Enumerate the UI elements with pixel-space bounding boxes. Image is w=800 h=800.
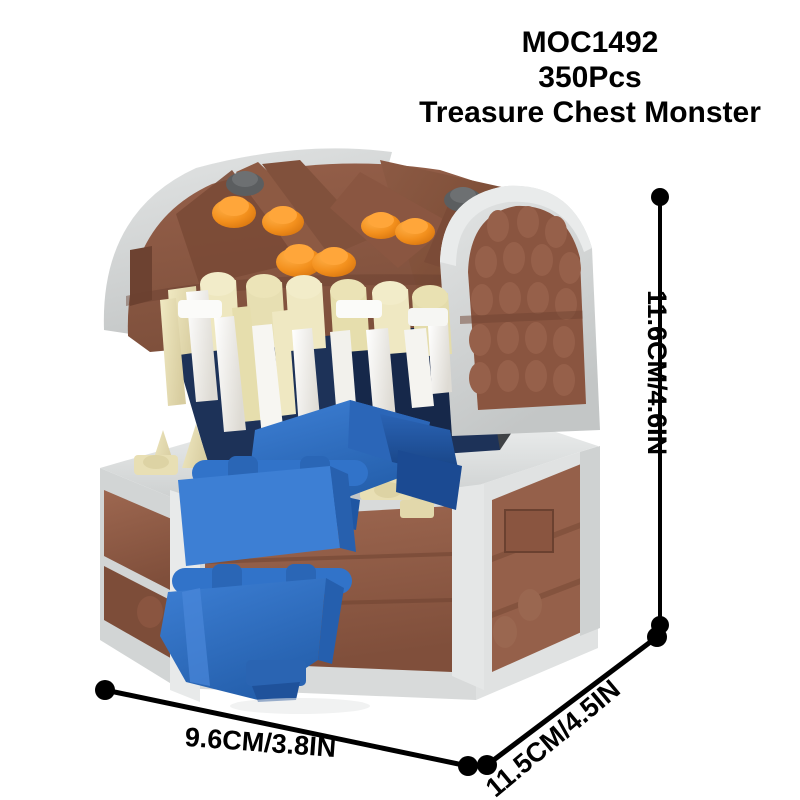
fang-bar-far bbox=[408, 308, 448, 326]
lower-gum-plate-far bbox=[400, 500, 434, 518]
chest-lock-plate bbox=[504, 509, 554, 553]
chest-corner-post-right bbox=[452, 484, 484, 690]
blue-tongue bbox=[160, 400, 462, 702]
lower-gum-stud-left bbox=[143, 455, 169, 469]
eye-stud-3-top bbox=[284, 244, 314, 264]
lower-gum-stud-right bbox=[374, 482, 402, 498]
chest-left-plank-upper bbox=[104, 490, 174, 592]
tan-canine-left bbox=[160, 298, 186, 406]
tan-tooth-6-top bbox=[372, 281, 408, 305]
white-fang-2 bbox=[214, 316, 246, 432]
dome-seam bbox=[460, 310, 586, 324]
tan-tooth-5-top bbox=[330, 279, 366, 303]
width-endpoint-left bbox=[95, 680, 115, 700]
chest-right-rivet-2 bbox=[493, 616, 517, 648]
chest-right-rivet-1 bbox=[518, 589, 542, 621]
hinge-stud-right-top bbox=[450, 187, 476, 203]
eye-stud-2-top bbox=[269, 206, 297, 224]
piece-count: 350Pcs bbox=[538, 60, 642, 94]
depth-line bbox=[485, 635, 659, 767]
chest-left-rivet bbox=[137, 596, 163, 628]
dome-brown-inner bbox=[468, 205, 586, 410]
ground-shadow bbox=[230, 698, 370, 714]
white-fang-7 bbox=[404, 328, 434, 408]
tan-tooth-3-top bbox=[246, 274, 282, 298]
lid-gray-shell-left bbox=[103, 148, 392, 336]
tongue-panel-mid-edge bbox=[330, 466, 356, 552]
tan-tooth-2-top bbox=[200, 272, 236, 296]
dome-end-cap bbox=[440, 185, 600, 436]
eye-stud-6-top bbox=[402, 218, 428, 234]
plank-seam-1 bbox=[205, 552, 452, 564]
white-fang-3 bbox=[252, 324, 284, 438]
white-fang-8 bbox=[428, 324, 452, 394]
dome-studs-group bbox=[460, 206, 586, 396]
chest-corner-post-far bbox=[580, 446, 600, 636]
product-name: Treasure Chest Monster bbox=[419, 95, 761, 129]
lower-tooth-2 bbox=[182, 424, 210, 468]
width-line bbox=[104, 687, 469, 769]
tongue-tip-bottom bbox=[252, 682, 300, 702]
eye-stud-5-top bbox=[368, 212, 394, 228]
title-block: MOC1492 350Pcs Treasure Chest Monster bbox=[390, 26, 790, 130]
dome-frame-highlight bbox=[440, 185, 592, 266]
moc-code: MOC1492 bbox=[521, 26, 659, 59]
depth-dimension-line bbox=[477, 627, 667, 775]
lid-facet-3 bbox=[262, 160, 372, 256]
tan-tooth-7-top bbox=[412, 285, 448, 309]
lid-facet-1 bbox=[176, 170, 300, 286]
orange-eye-studs bbox=[212, 196, 435, 277]
width-endpoint-right bbox=[458, 756, 478, 776]
eye-stud-1-top bbox=[219, 196, 249, 216]
tongue-back-2 bbox=[396, 450, 462, 510]
depth-endpoint-right bbox=[647, 627, 667, 647]
fang-bar-left bbox=[178, 300, 222, 318]
height-dimension-label: 11.6CM/4.6IN bbox=[642, 290, 672, 456]
lid-seam-left bbox=[130, 246, 152, 306]
tongue-tip-edge bbox=[318, 578, 344, 664]
tongue-tip-base-plate bbox=[246, 660, 306, 686]
width-dimension-line bbox=[95, 680, 478, 776]
tongue-tip-highlight bbox=[182, 588, 210, 686]
eye-stud-4-top bbox=[320, 247, 348, 265]
fang-bar-right bbox=[336, 300, 382, 318]
height-endpoint-top bbox=[651, 188, 669, 206]
height-dimension-line bbox=[651, 188, 669, 634]
white-fang-6 bbox=[366, 328, 396, 422]
tan-tooth-4-top bbox=[286, 275, 322, 299]
depth-endpoint-left bbox=[477, 755, 497, 775]
tongue-panel-mid bbox=[178, 466, 340, 566]
hinge-stud-left-top bbox=[232, 171, 258, 187]
